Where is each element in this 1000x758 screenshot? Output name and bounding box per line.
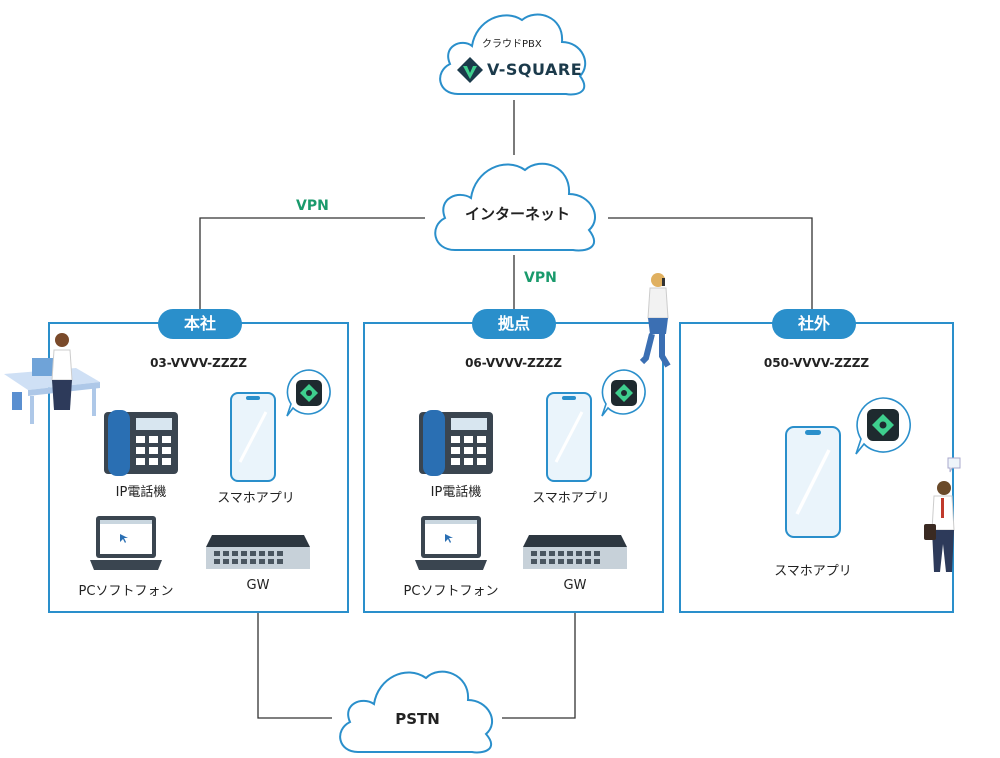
device-label-gw-kyoten: GW [563,578,587,593]
device-label-pc-softphone-kyoten: PCソフトフォン [403,584,499,599]
line-internet-honsha [199,217,425,322]
device-label-ip-phone-kyoten: IP電話機 [430,485,482,500]
device-label-gw-honsha: GW [246,578,270,593]
person-icon [924,457,961,572]
site-number-kyoten: 06-VVVV-ZZZZ [465,356,562,370]
laptop-icon [415,516,487,570]
site-title-kyoten: 拠点 [472,309,556,339]
vpn-label-center: VPN [524,270,557,286]
smartphone-icon [785,426,841,538]
internet-label: インターネット [464,205,570,223]
device-label-pc-softphone-honsha: PCソフトフォン [78,584,174,599]
vpn-label-left: VPN [296,198,329,214]
app-icon [286,369,331,417]
pstn-label: PSTN [395,710,440,728]
site-number-honsha: 03-VVVV-ZZZZ [150,356,247,370]
device-label-smartphone-shagai: スマホアプリ [774,564,852,579]
v-square-logo-icon [457,57,483,83]
site-title-honsha: 本社 [158,309,242,339]
cloud-pbx-brand: V-SQUARE [487,60,583,79]
person-icon [639,273,671,368]
ip-phone-icon [419,410,493,476]
device-label-smartphone-honsha: スマホアプリ [217,491,295,506]
cloud-pstn-icon [339,670,493,754]
person-icon [4,333,100,424]
device-label-ip-phone-honsha: IP電話機 [115,485,167,500]
network-switch-icon [523,535,627,569]
network-switch-icon [206,535,310,569]
app-icon [601,369,646,417]
site-title-shagai: 社外 [772,309,856,339]
app-icon [855,397,911,455]
cloud-pbx-subtitle: クラウドPBX [482,39,542,50]
line-honsha-pstn [257,602,332,719]
cloud-pbx-icon [439,13,587,96]
device-label-smartphone-kyoten: スマホアプリ [532,491,610,506]
ip-phone-icon [104,410,178,476]
cloud-internet-icon [434,162,596,252]
line-internet-shagai [608,217,813,322]
smartphone-icon [546,392,592,482]
line-kyoten-pstn [502,602,576,719]
laptop-icon [90,516,162,570]
site-number-shagai: 050-VVVV-ZZZZ [763,356,870,370]
smartphone-icon [230,392,276,482]
